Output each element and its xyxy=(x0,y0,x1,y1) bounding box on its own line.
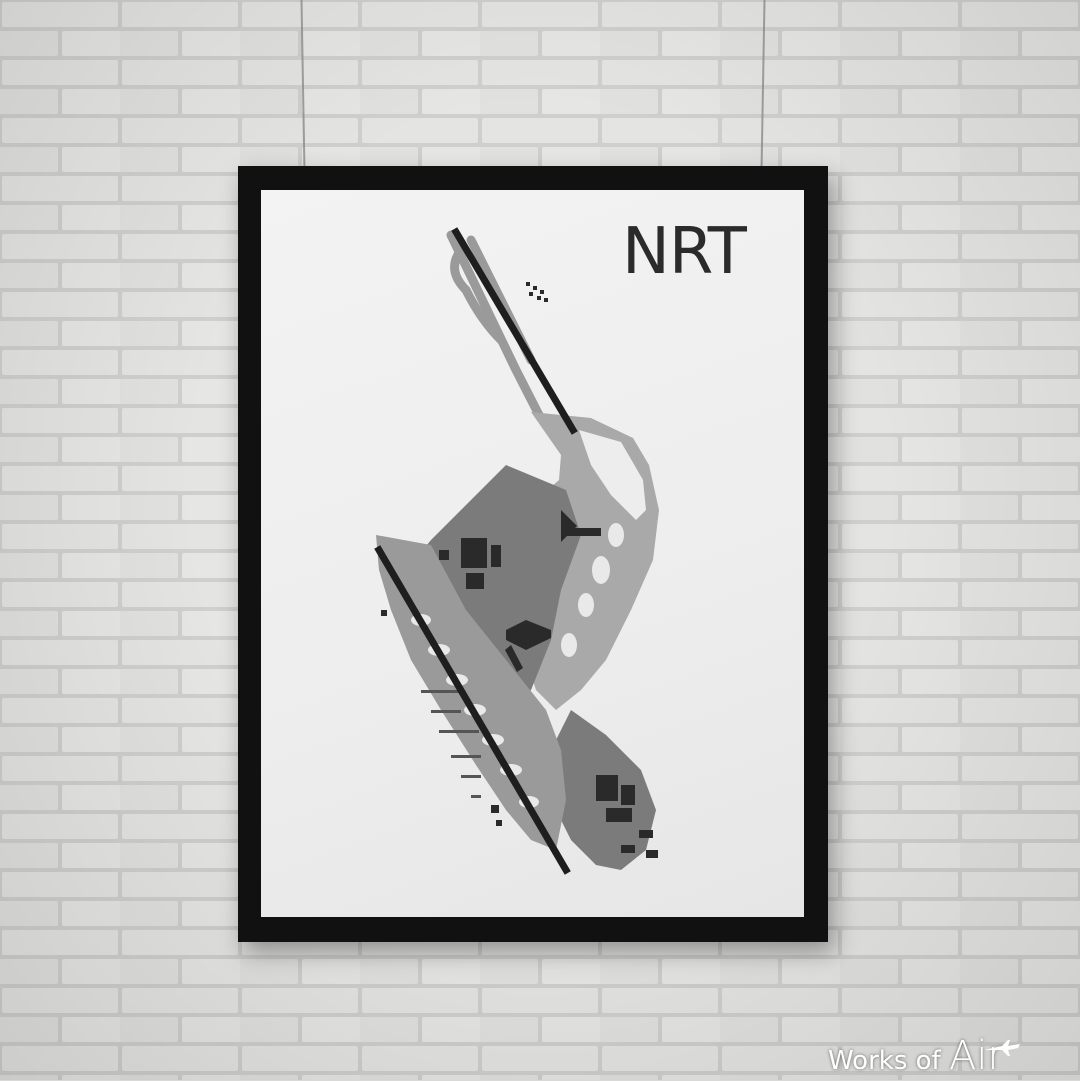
brand-prefix: Works of xyxy=(828,1046,941,1076)
airport-diagram xyxy=(374,227,659,875)
airplane-icon xyxy=(984,1040,1020,1056)
terminal-buildings xyxy=(381,510,658,858)
airport-code: NRT xyxy=(622,215,747,289)
runways xyxy=(374,227,578,875)
brand-watermark: Works of Air xyxy=(828,1036,1076,1076)
brand-main: Air xyxy=(948,1033,1004,1079)
north-markers xyxy=(526,282,548,302)
runway-west xyxy=(374,545,571,875)
runway-north xyxy=(451,227,578,435)
north-apron-inner xyxy=(579,430,646,520)
north-taxiways xyxy=(446,230,566,445)
central-apron xyxy=(406,465,581,715)
west-markers xyxy=(421,690,481,798)
